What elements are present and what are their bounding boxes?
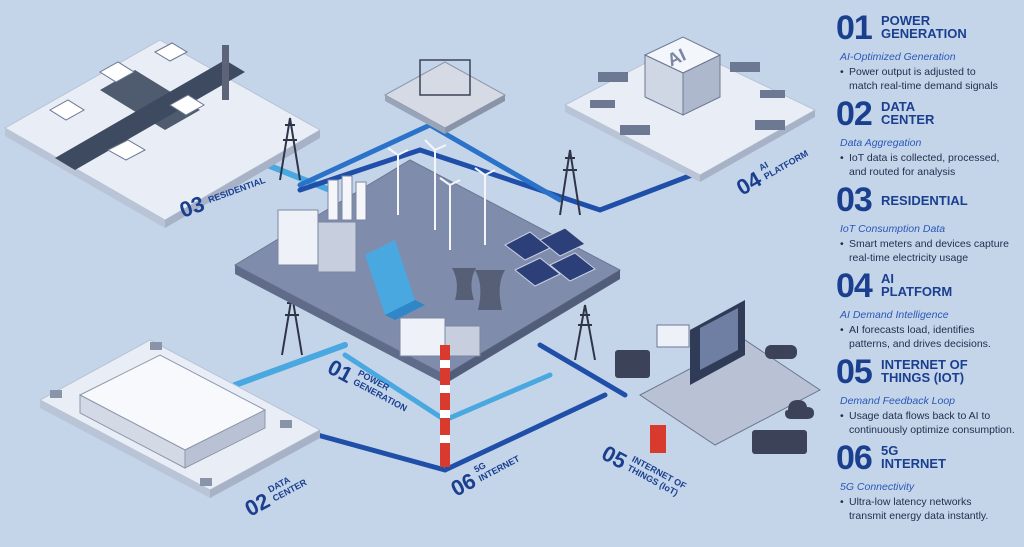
legend-description: • Smart meters and devices capture real-ti… [840,237,1024,265]
legend-number: 04 [836,267,873,305]
line-datacenter-power [232,342,348,388]
bullet: • [840,324,844,336]
label-ai-platform-line1: AI [757,160,770,173]
legend-title-line2: GENERATION [881,26,967,41]
legend-desc-line1: Smart meters and devices capture [849,238,1009,250]
label-power: 01 POWER GENERATION [324,354,409,413]
legend-title-line1: RESIDENTIAL [881,193,968,208]
legend-number: 05 [836,353,873,391]
legend-item-residential: 03 RESIDENTIAL IoT Consumption Data • Sma… [836,182,1022,268]
bullet: • [840,496,844,508]
ai-platform: AI [563,36,817,182]
cell-tower-icon [222,45,229,100]
smart-thermostat-icon [656,324,690,348]
bullet: • [840,152,844,164]
legend-title-line2: INTERNET [881,456,946,471]
chat-bubble-icon [615,350,650,378]
smart-meter-icon [650,425,666,453]
legend-desc-line2: transmit energy data instantly. [849,510,989,522]
line-power-iot [537,342,628,398]
legend-desc-line2: patterns, and drives decisions. [849,338,991,350]
bullet: • [840,238,844,250]
legend-title-line1: 5G [881,443,899,458]
legend-title-line1: DATA [881,99,916,114]
legend-title-line2: CENTER [881,112,935,127]
security-camera-icon [765,345,797,359]
substation [383,59,507,134]
iot-devices [615,300,821,454]
legend-description: • IoT data is collected, processed, and ro… [840,151,1024,179]
legend-subtitle: Data Aggregation [840,137,922,149]
legend-subtitle: Demand Feedback Loop [840,395,955,407]
legend-desc-line1: Usage data flows back to AI to [849,410,991,422]
residential-area [3,39,322,228]
label-ai-platform-line2: PLATFORM [762,148,810,181]
label-5g-line1: 5G [472,460,487,474]
legend-desc-line1: Ultra-low latency networks [849,496,972,508]
power-generation-platform [233,139,622,384]
solar-panel-icons [504,227,596,287]
legend-desc-line2: match real-time demand signals [849,80,998,92]
server-rack-icons [590,62,785,135]
smartphone-icon [752,430,807,454]
legend-title-line1: AI [881,271,894,286]
legend-desc-line1: IoT data is collected, processed, [849,152,1000,164]
legend-desc-line2: continuously optimize consumption. [849,424,1015,436]
dam-icon [365,240,425,320]
cooling-unit-icons [50,342,292,486]
house-icon [49,42,205,161]
legend-title-line1: POWER [881,13,931,28]
line-power-ai [297,147,708,213]
bullet: • [840,410,844,422]
cloud-icon [785,400,814,419]
legend-number: 01 [836,9,873,47]
legend-desc-line2: real-time electricity usage [849,252,969,264]
factory-icon [277,175,367,273]
legend-subtitle: IoT Consumption Data [840,223,946,235]
legend-description: • Ultra-low latency networks transmit ener… [840,495,1024,523]
legend-subtitle: AI-Optimized Generation [840,51,956,63]
legend-title-line2: PLATFORM [881,284,953,299]
legend-number: 03 [836,181,873,219]
legend-subtitle: 5G Connectivity [840,481,915,493]
legend-desc-line1: AI forecasts load, identifies [849,324,975,336]
bullet: • [840,66,844,78]
legend-description: • Power output is adjusted to match real-t… [840,65,1024,93]
legend-desc-line2: and routed for analysis [849,166,956,178]
wind-turbine-icons [387,139,496,250]
office-building-icon [399,317,481,357]
legend-description: • Usage data flows back to AI to continuou… [840,409,1024,437]
legend-number: 06 [836,439,873,477]
legend-subtitle: AI Demand Intelligence [840,309,949,321]
legend-title-line1: INTERNET OF [881,357,968,372]
legend-title-line2: THINGS (IoT) [881,370,965,385]
cooling-tower-icons [452,268,505,310]
legend-title: RESIDENTIAL [881,194,1021,207]
legend-desc-line1: Power output is adjusted to [849,66,976,78]
transmission-tower-icons [279,117,596,361]
legend-description: • AI forecasts load, identifies patterns, … [840,323,1024,351]
data-center [38,339,322,498]
label-iot: 05 INTERNET OF THINGS (IoT) [598,440,689,498]
legend-number: 02 [836,95,873,133]
5g-tower-icon [440,345,450,467]
label-data-center: 02 DATA CENTER [241,474,309,521]
